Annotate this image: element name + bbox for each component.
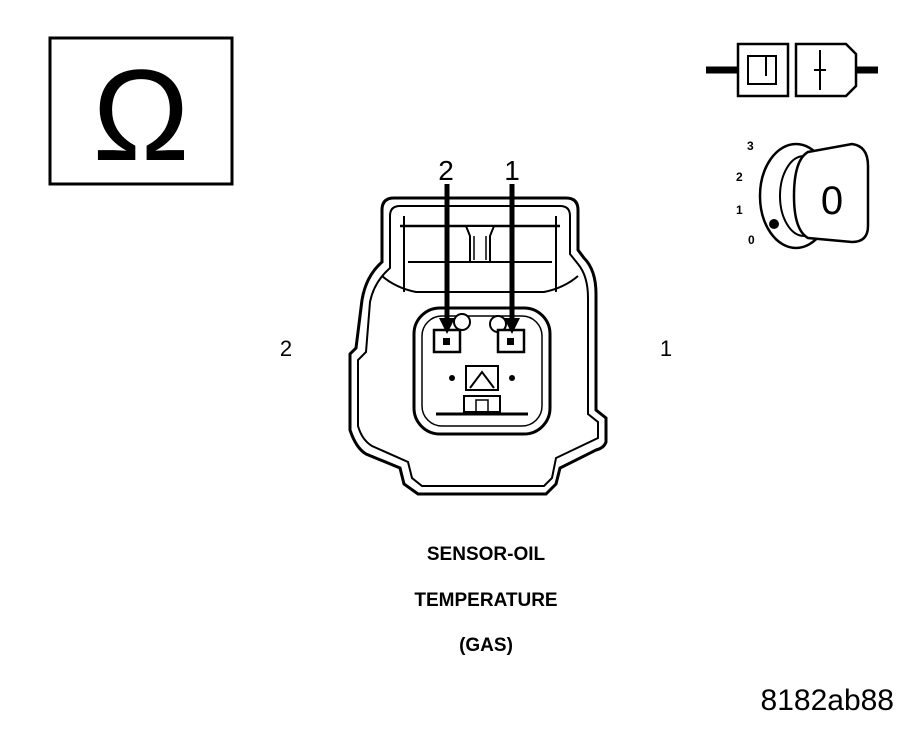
polarizing-key-mark bbox=[469, 370, 495, 389]
ignition-position-1: 1 bbox=[736, 203, 743, 217]
pin-2-callout-label: 2 bbox=[438, 155, 454, 186]
polarizing-key-base bbox=[463, 395, 501, 413]
ignition-position-0: 0 bbox=[748, 233, 755, 247]
connector-inner-shell bbox=[357, 205, 599, 487]
ignition-key-off-icon: 0 3 2 1 0 bbox=[736, 139, 870, 250]
connector-disconnected-icon bbox=[706, 42, 878, 98]
connector-shoulder bbox=[381, 275, 579, 293]
caption-line-3: (GAS) bbox=[459, 635, 513, 656]
cavity-dot-left bbox=[449, 375, 455, 381]
position-indicator-dot bbox=[769, 219, 779, 229]
caption-line-2: TEMPERATURE bbox=[414, 590, 557, 611]
pin-2-arrow-head bbox=[439, 318, 455, 334]
figure-id: 8182ab88 bbox=[761, 684, 894, 717]
pin-1-contact bbox=[507, 338, 514, 345]
polarizing-key-slot bbox=[475, 399, 489, 413]
pin-2-contact bbox=[443, 338, 450, 345]
male-half bbox=[736, 42, 790, 98]
connector-caption: SENSOR-OIL TEMPERATURE (GAS) bbox=[414, 544, 557, 656]
sensor-connector bbox=[348, 196, 608, 496]
key-position-label: 0 bbox=[821, 179, 843, 223]
ohm-box-frame bbox=[48, 36, 234, 186]
pin-1-arrow-head bbox=[504, 318, 520, 334]
pin-callouts: 2 1 bbox=[438, 155, 520, 334]
ignition-key-head bbox=[792, 142, 870, 244]
side-label-pin-2: 2 bbox=[280, 336, 292, 361]
ignition-position-3: 3 bbox=[747, 139, 754, 153]
ignition-position-2: 2 bbox=[736, 170, 743, 184]
caption-line-1: SENSOR-OIL bbox=[427, 544, 546, 565]
cavity-dot-right bbox=[509, 375, 515, 381]
ohm-symbol: Ω bbox=[92, 42, 189, 188]
side-label-pin-1: 1 bbox=[660, 336, 672, 361]
lock-tab bbox=[464, 225, 496, 263]
pin-1-callout-label: 1 bbox=[504, 155, 520, 186]
pin-cavity-inner bbox=[421, 315, 543, 427]
pin-2-socket-ring bbox=[453, 313, 471, 331]
ohm-meter-icon: Ω bbox=[48, 36, 234, 188]
